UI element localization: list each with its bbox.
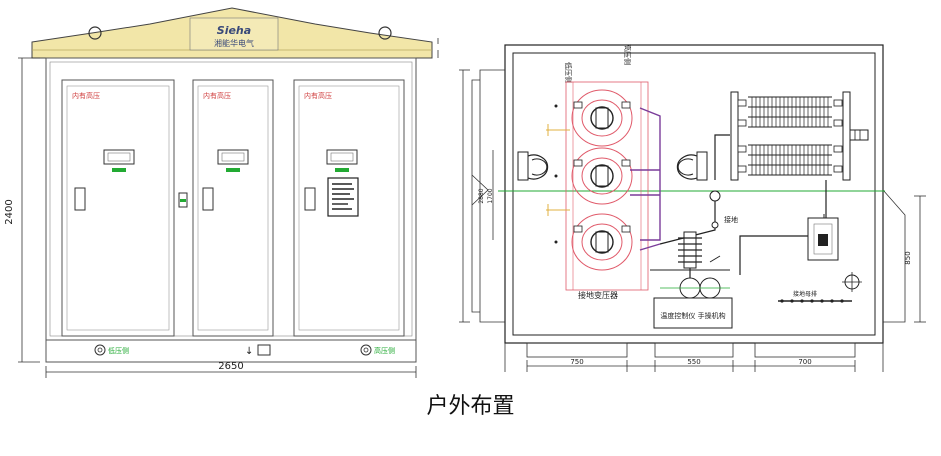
dim-height: 2400	[4, 199, 15, 224]
ground-rail: 接地母排	[778, 272, 862, 303]
door-warning-label: 内有高压	[304, 91, 332, 100]
transformer-coil	[571, 147, 633, 205]
bushing-left	[517, 151, 549, 181]
door-handle	[304, 187, 316, 211]
status-indicator	[226, 168, 240, 172]
roof-logo-subtext: 湘能华电气	[214, 38, 254, 48]
dim-height-inner: 1700	[487, 188, 494, 203]
cabinet-base	[45, 339, 417, 363]
top-label-high-voltage: 高压侧	[623, 44, 632, 65]
dim-bottom-1: 750	[570, 358, 583, 366]
figure-caption: 户外布置	[426, 394, 515, 419]
busbar	[630, 107, 661, 251]
door-handle	[74, 187, 86, 211]
lifting-ring-icon	[88, 26, 102, 40]
dim-bottom-2: 550	[687, 358, 700, 366]
dim-bottom-3: 700	[798, 358, 811, 366]
roof-logo-panel	[189, 17, 279, 51]
dim-right: 850	[904, 251, 912, 264]
grounding-icon	[360, 344, 372, 356]
door-right: 内有高压	[293, 79, 405, 337]
door-handle	[202, 187, 214, 211]
grounding-switch	[807, 214, 839, 261]
lifting-ring-icon	[378, 26, 392, 40]
base-label-right: 高压侧	[374, 346, 395, 355]
door-window	[217, 149, 249, 165]
ground-arrow-icon: ↓	[245, 346, 253, 357]
status-indicator	[335, 168, 349, 172]
junction-point	[709, 190, 721, 202]
resistor-bank	[730, 91, 869, 181]
top-label-low-voltage: 低压侧	[564, 62, 573, 83]
grounding-icon	[94, 344, 106, 356]
transformer-label: 接地变压器	[578, 290, 618, 300]
control-box	[653, 297, 733, 329]
junction-point	[711, 221, 719, 229]
plan-view: 2880 1700 850 低压侧 高压侧	[459, 44, 926, 372]
door-window	[103, 149, 135, 165]
dim-height-outer: 2880	[478, 188, 485, 203]
door-warning-label: 内有高压	[203, 91, 231, 100]
transformer-coil	[571, 89, 633, 147]
rail-label: 接地母排	[793, 290, 817, 298]
status-indicator	[112, 168, 126, 172]
door-warning-label: 内有高压	[72, 91, 100, 100]
base-plate	[257, 344, 271, 356]
enclosure-inner	[512, 52, 876, 336]
bushing-right	[676, 151, 708, 181]
roof-logo-text: Sieha	[217, 24, 251, 37]
door-left: 内有高压	[61, 79, 175, 337]
transformer-coil	[571, 213, 633, 271]
door-middle: 内有高压	[192, 79, 274, 337]
door-window	[326, 149, 358, 165]
base-label-left: 低压侧	[108, 346, 129, 355]
insulator-stack	[650, 231, 730, 299]
dim-width: 2650	[218, 361, 243, 372]
control-box-label: 温度控制仪 手操机构	[660, 311, 725, 320]
middle-label: 接地	[724, 215, 738, 224]
grounding-transformer	[546, 81, 649, 291]
front-view: Sieha 湘能华电气 内有高压 内有高压	[4, 7, 439, 378]
